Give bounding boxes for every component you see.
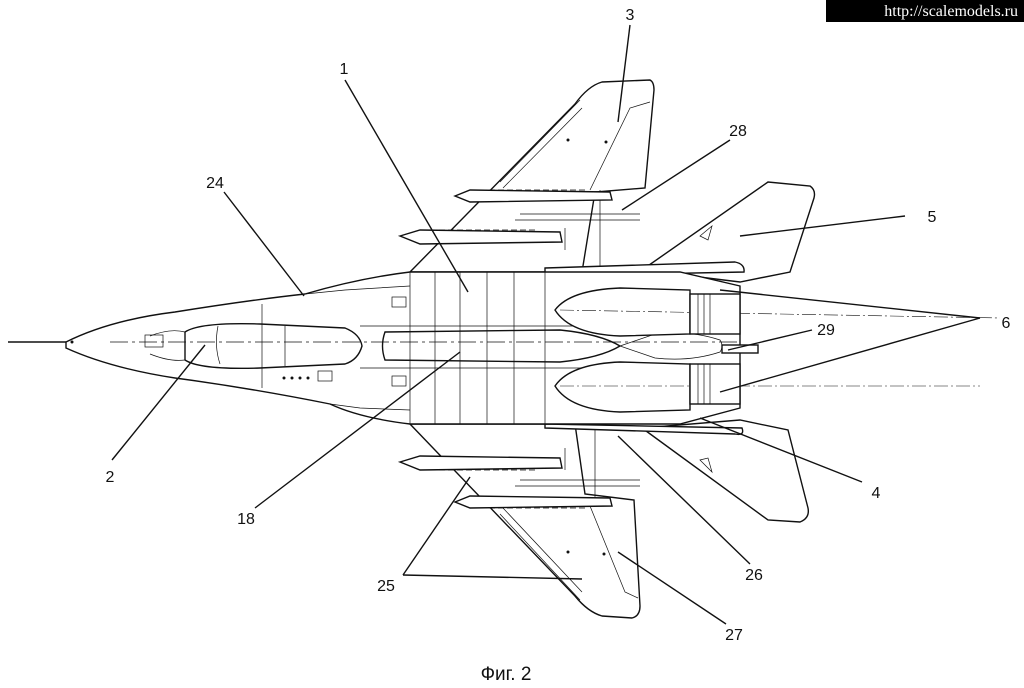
watermark-text: http://scalemodels.ru (884, 3, 1018, 20)
callout-26: 26 (745, 567, 763, 584)
lower-nozzle (689, 363, 741, 405)
upper-stabilizer (640, 181, 816, 283)
callout-24: 24 (206, 175, 224, 192)
leader-18 (254, 351, 461, 509)
watermark: http://scalemodels.ru (826, 0, 1024, 22)
figure-caption: Фиг. 2 (481, 664, 532, 685)
leader-6b (719, 317, 981, 393)
leader-5 (739, 215, 906, 237)
callout-2: 2 (106, 469, 115, 486)
canopy (184, 323, 363, 369)
lower-fin (544, 423, 744, 436)
lower-wing (408, 423, 641, 619)
tail-cone (721, 344, 759, 354)
callout-4: 4 (872, 485, 881, 502)
upper-nozzle (689, 293, 741, 335)
leader-25a (402, 476, 471, 576)
leader-2 (111, 344, 206, 461)
leader-6a (719, 289, 981, 319)
lower-stabilizer (640, 419, 810, 523)
callout-5: 5 (928, 209, 937, 226)
callout-1: 1 (340, 61, 349, 78)
callout-labels: 1 2 3 4 5 6 18 24 25 26 27 28 29 (106, 7, 1011, 644)
leader-24 (223, 191, 305, 297)
upper-wing (408, 79, 655, 273)
callout-27: 27 (725, 627, 743, 644)
callout-18: 18 (237, 511, 255, 528)
leader-27 (617, 551, 727, 625)
leader-29 (727, 329, 813, 351)
leader-1 (344, 79, 469, 293)
leader-25b (402, 574, 583, 580)
leader-lines (111, 24, 981, 625)
leader-26 (617, 435, 751, 565)
leader-28 (621, 139, 731, 211)
callout-28: 28 (729, 123, 747, 140)
leader-3 (617, 24, 631, 123)
leader-4 (699, 417, 863, 483)
panel-lines (261, 272, 546, 424)
lower-missiles (397, 448, 640, 509)
callout-25: 25 (377, 578, 395, 595)
callout-3: 3 (626, 7, 635, 24)
callout-29: 29 (817, 322, 835, 339)
upper-missiles (397, 189, 640, 250)
aircraft-outline (8, 79, 1001, 619)
callout-6: 6 (1002, 315, 1011, 332)
